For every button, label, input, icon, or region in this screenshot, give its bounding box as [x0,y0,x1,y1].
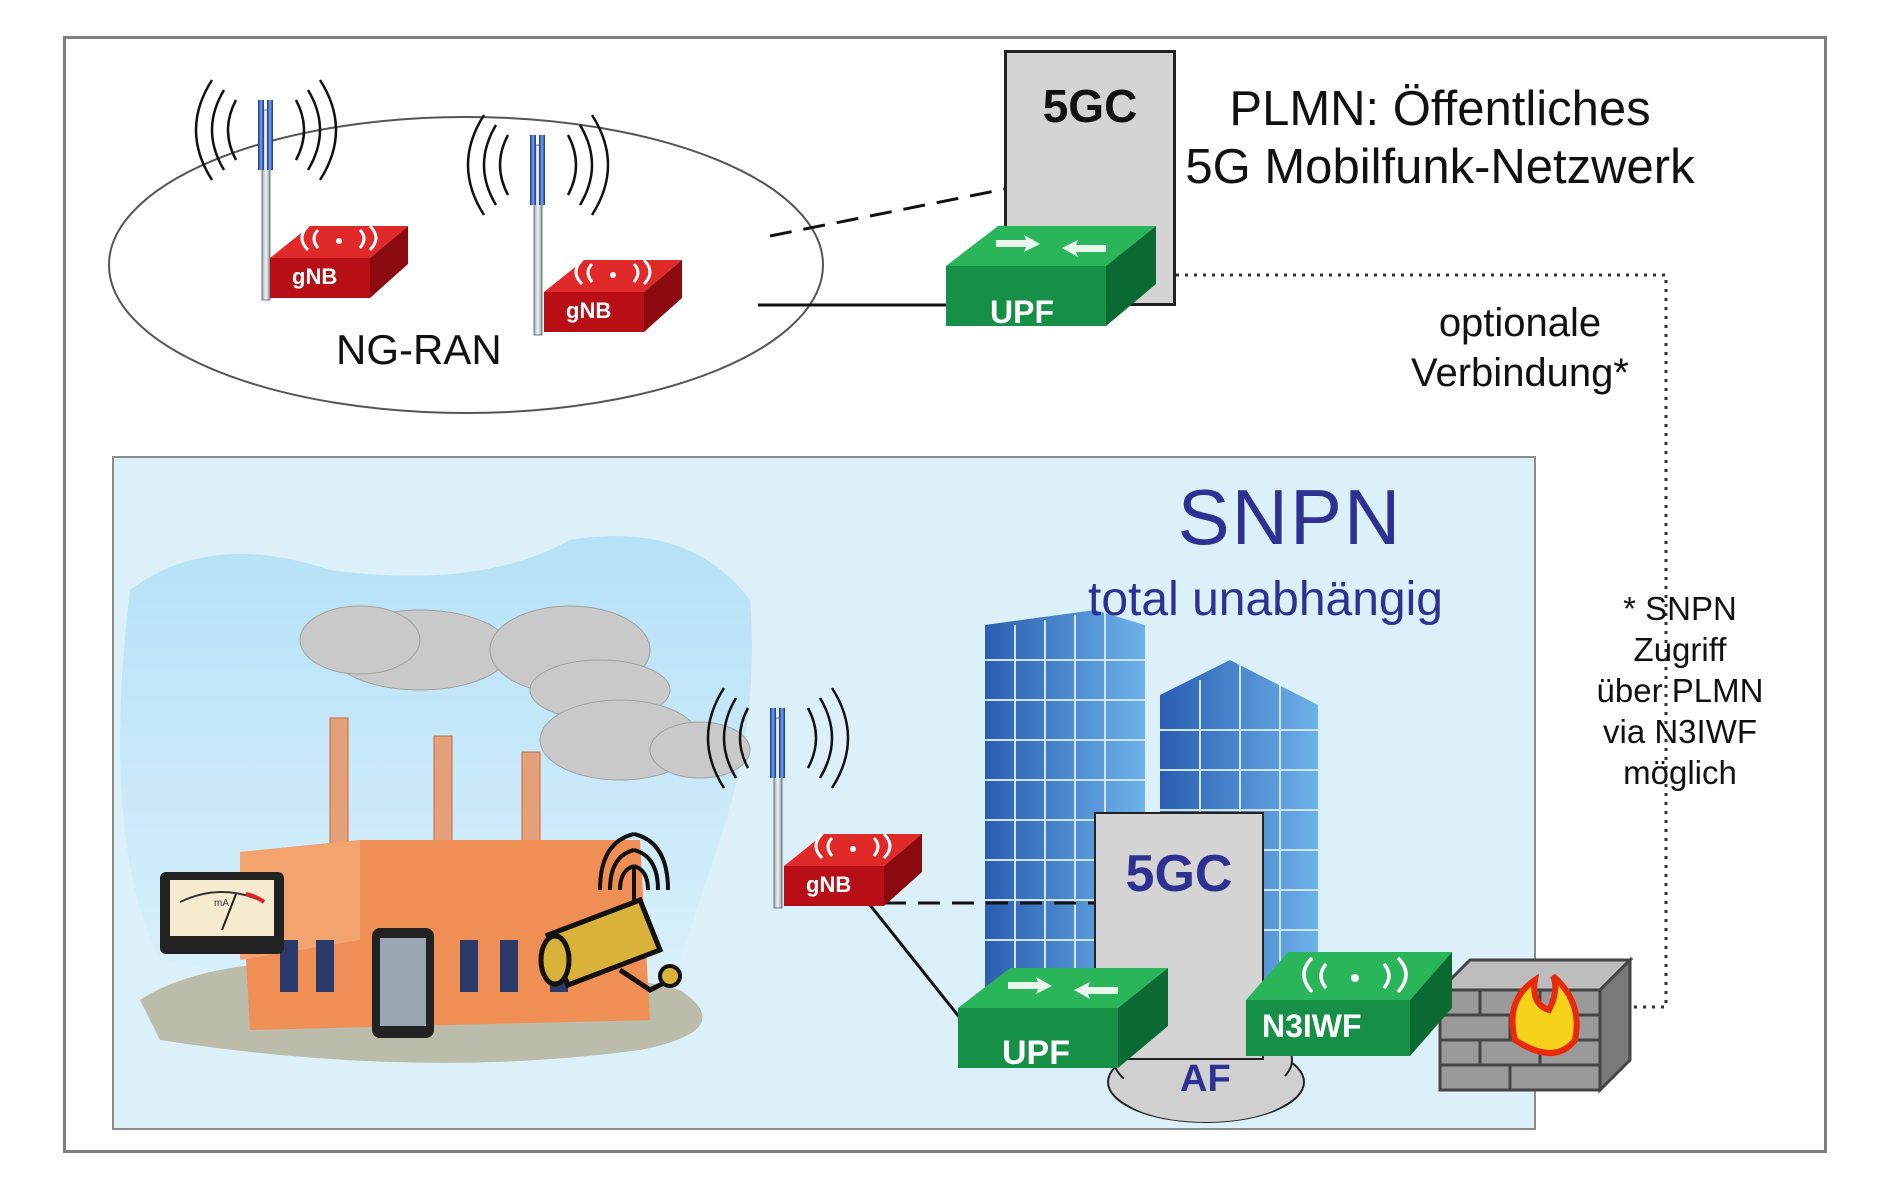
plmn-title-line1: PLMN: Öffentliches [1229,82,1651,136]
ng-ran-label: NG-RAN [336,326,502,373]
optional-connection-line2: Verbindung* [1411,351,1629,395]
note-line3: über PLMN [1596,672,1764,709]
note-line4: via N3IWF [1602,713,1757,750]
smartphone-icon [372,928,434,1038]
snpn-access-note: * SNPN Zugriff über PLMN via N3IWF mögli… [1590,588,1770,793]
n3iwf-label: N3IWF [1262,1008,1362,1044]
optional-connection-label: optionale Verbindung* [1380,298,1660,398]
plmn-title: PLMN: Öffentliches 5G Mobilfunk-Netzwerk [1160,80,1720,196]
gnb-label: gNB [806,872,852,897]
security-camera-icon [538,832,682,993]
snpn-title: SNPN [1177,473,1403,561]
gnb-label: gNB [292,264,338,289]
upf-label: UPF [990,294,1054,330]
analog-meter-icon [160,872,284,954]
note-line2: Zugriff [1633,631,1727,668]
firewall-icon [1436,956,1634,1094]
plmn-title-line2: 5G Mobilfunk-Netzwerk [1185,140,1695,194]
snpn-5gc-label: 5GC [1125,845,1233,903]
plmn-frame [63,36,1827,1153]
plmn-5gc-label: 5GC [1042,80,1138,132]
gnb-label: gNB [566,298,612,323]
optional-connection-line1: optionale [1438,301,1602,345]
snpn-subtitle: total unabhängig [1088,573,1443,626]
upf-label: UPF [1002,1034,1070,1072]
note-line5: möglich [1623,754,1737,791]
af-label: AF [1180,1058,1231,1100]
note-line1: * SNPN [1623,590,1737,627]
meter-unit-label: mA [214,898,229,909]
n3iwf-router-icon [1246,952,1452,1056]
